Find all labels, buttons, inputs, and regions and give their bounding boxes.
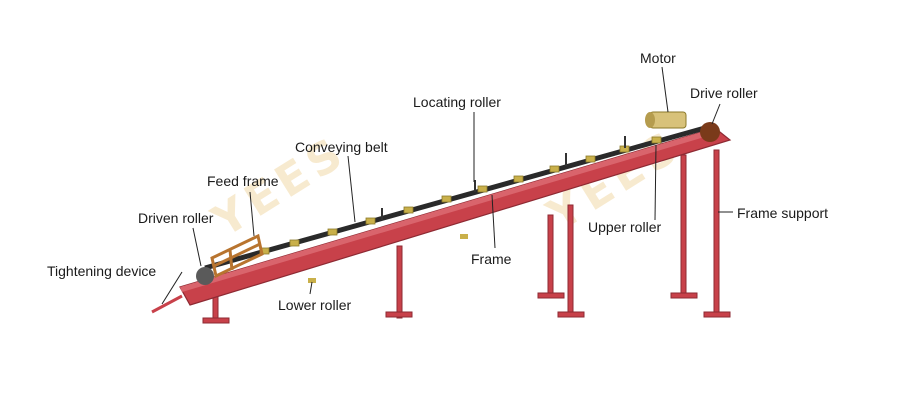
leg-front-left xyxy=(212,295,219,319)
feed-frame xyxy=(210,233,264,279)
leader-conveying-belt xyxy=(347,155,356,223)
upper-roller xyxy=(365,217,376,225)
leg-foot-mid xyxy=(385,311,413,318)
leader-lines xyxy=(161,66,733,305)
leg-b xyxy=(567,204,574,316)
upper-roller xyxy=(477,185,488,193)
lower-rollers xyxy=(308,234,468,283)
label-lower-roller: Lower roller xyxy=(278,297,351,313)
leg-foot-front-left xyxy=(202,317,230,324)
leader-driven-roller xyxy=(192,227,202,267)
conveyor-frame-top-edge xyxy=(180,128,718,292)
upper-roller xyxy=(403,206,414,214)
label-frame-support: Frame support xyxy=(737,205,828,221)
motor-body xyxy=(649,111,687,129)
frame-supports xyxy=(202,149,731,324)
driven-roller-pulley xyxy=(196,267,214,285)
feed-frame-box xyxy=(210,233,264,279)
leader-lower-roller xyxy=(309,281,313,295)
upper-roller xyxy=(651,136,662,144)
label-tightening-device: Tightening device xyxy=(47,263,156,279)
leader-feed-frame xyxy=(249,191,255,237)
leg-mid xyxy=(396,245,403,319)
leg-foot-b xyxy=(557,311,585,318)
upper-roller xyxy=(513,175,524,183)
leader-upper-roller xyxy=(654,144,657,221)
lower-roller xyxy=(308,278,316,283)
leader-frame xyxy=(491,194,496,249)
upper-roller xyxy=(289,239,300,247)
feed-frame-bar xyxy=(213,242,261,268)
label-locating-roller: Locating roller xyxy=(413,94,501,110)
label-drive-roller: Drive roller xyxy=(690,85,758,101)
labels: Motor Drive roller Locating roller Conve… xyxy=(47,50,828,313)
upper-roller xyxy=(441,195,452,203)
leg-foot-a xyxy=(537,292,565,299)
motor-end xyxy=(645,112,655,128)
upper-roller xyxy=(549,165,560,173)
label-driven-roller: Driven roller xyxy=(138,210,214,226)
motor xyxy=(645,111,687,129)
leader-motor xyxy=(661,66,669,113)
leg-foot-d xyxy=(703,311,731,318)
leader-drive-roller xyxy=(711,103,721,125)
label-upper-roller: Upper roller xyxy=(588,219,661,235)
feed-frame-post xyxy=(228,249,234,271)
leg-foot-c xyxy=(670,292,698,299)
lower-roller xyxy=(460,234,468,239)
tightening-device-rod xyxy=(151,294,183,314)
label-feed-frame: Feed frame xyxy=(207,173,279,189)
drive-roller-pulley xyxy=(700,122,720,142)
upper-roller xyxy=(585,155,596,163)
locating-rollers xyxy=(381,136,626,220)
label-frame: Frame xyxy=(471,251,512,267)
upper-rollers xyxy=(259,136,662,255)
label-conveying-belt: Conveying belt xyxy=(295,139,388,155)
leg-d xyxy=(713,149,720,316)
leg-c xyxy=(680,154,687,296)
leader-tightening-device xyxy=(161,271,183,305)
upper-roller xyxy=(327,228,338,236)
leg-a xyxy=(547,214,554,296)
label-motor: Motor xyxy=(640,50,676,66)
